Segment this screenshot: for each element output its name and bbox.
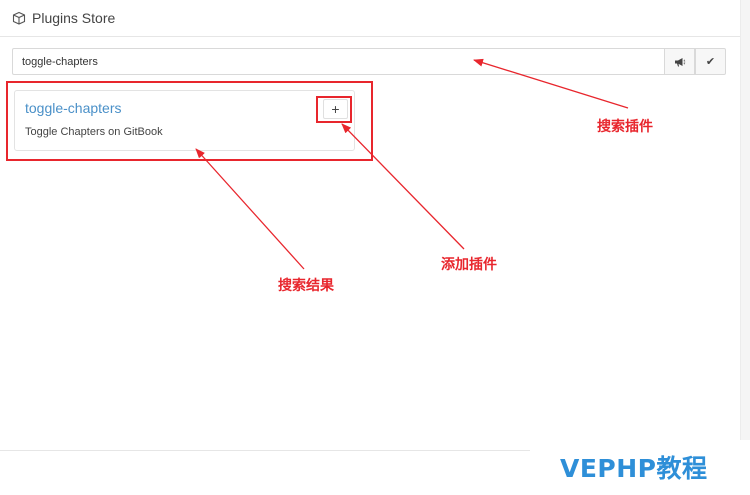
arrow-to-result (195, 148, 305, 270)
bullhorn-icon (674, 57, 685, 66)
window-title: Plugins Store (32, 10, 116, 26)
plugin-description: Toggle Chapters on GitBook (25, 126, 163, 138)
footer-divider (0, 450, 530, 451)
announce-button[interactable] (664, 48, 695, 75)
search-plugin-label: 搜索插件 (597, 119, 653, 135)
confirm-button[interactable]: ✔ (695, 48, 726, 75)
add-plugin-label: 添加插件 (441, 257, 497, 273)
search-results-label: 搜索结果 (278, 278, 334, 294)
watermark-logo: VEPHP教程 (560, 454, 708, 483)
search-input[interactable] (12, 48, 664, 75)
search-bar: ✔ (12, 48, 726, 75)
window-header: Plugins Store (0, 0, 740, 37)
search-results-highlight (6, 81, 373, 161)
add-button-highlight (316, 96, 352, 123)
box-icon (12, 11, 26, 25)
add-plugin-button[interactable]: + (323, 99, 348, 119)
plugin-name-link[interactable]: toggle-chapters (25, 100, 122, 116)
check-icon: ✔ (705, 56, 716, 68)
scrollbar[interactable] (740, 0, 750, 440)
plugin-result-card: toggle-chapters Toggle Chapters on GitBo… (14, 90, 355, 151)
